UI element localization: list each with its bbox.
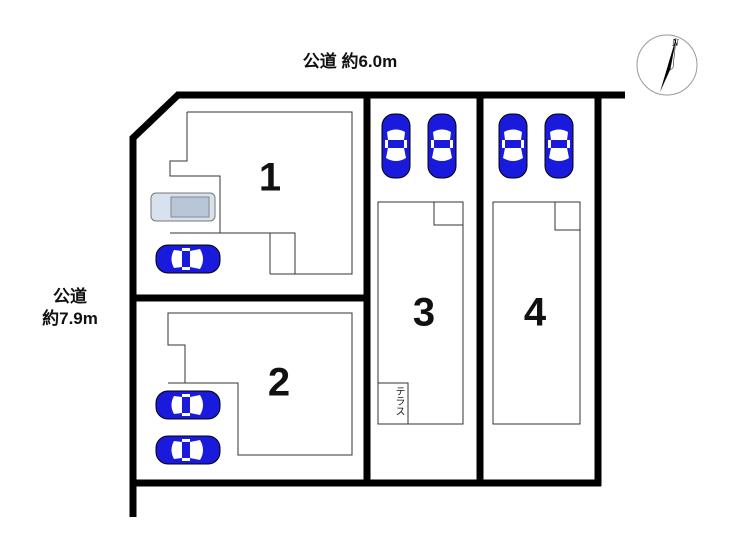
lot-3-number: 3 <box>412 290 436 335</box>
car-icon <box>498 113 528 179</box>
van-icon <box>150 192 216 222</box>
lot-2-number: 2 <box>267 360 291 405</box>
lot-4-number: 4 <box>523 290 547 335</box>
car-icon <box>381 113 411 179</box>
car-icon <box>155 390 221 420</box>
house-outlines <box>167 111 581 456</box>
car-icon <box>155 435 221 465</box>
compass-icon: N <box>636 34 698 96</box>
car-icon <box>155 244 221 274</box>
car-icon <box>427 113 457 179</box>
road-left-line1: 公道 <box>53 287 87 306</box>
svg-text:N: N <box>671 38 680 49</box>
terrace-label: テラス <box>393 386 404 416</box>
road-top-label: 公道 約6.0m <box>302 52 398 71</box>
parking-cars <box>150 113 574 465</box>
road-left-label: 公道 約7.9m <box>25 286 115 330</box>
lot-boundaries <box>129 91 625 517</box>
lot-1-number: 1 <box>258 155 282 200</box>
car-icon <box>544 113 574 179</box>
road-left-line2: 約7.9m <box>42 309 98 328</box>
